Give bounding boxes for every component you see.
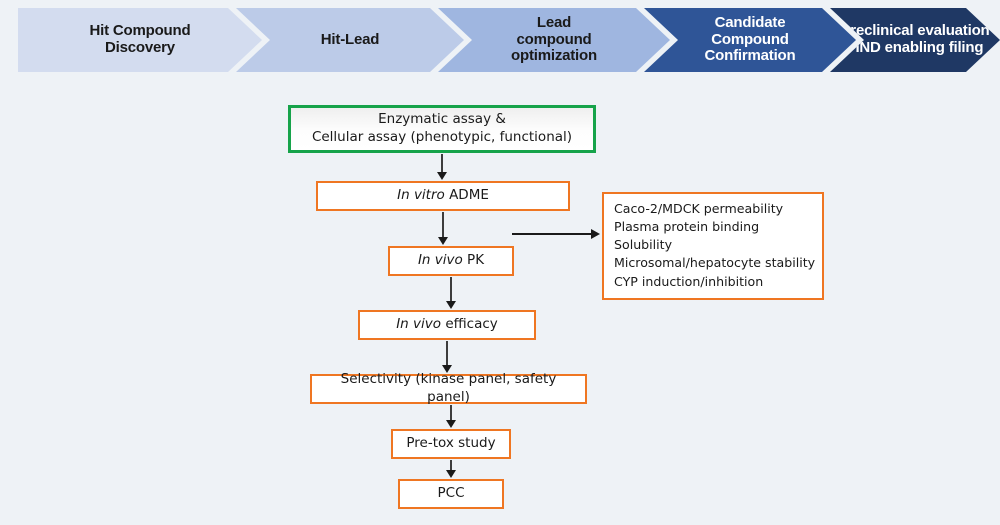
flow-box-selectivity[interactable]: Selectivity (kinase panel, safety panel) bbox=[310, 371, 587, 405]
flow-box-selectivity-text: Selectivity (kinase panel, safety panel) bbox=[340, 371, 557, 405]
arrow-assay-to-adme bbox=[435, 154, 449, 180]
side-panel-item: Plasma protein binding bbox=[614, 219, 760, 235]
flow-box-in-vivo-pk[interactable]: In vivo PK bbox=[388, 246, 514, 276]
flow-box-pcc[interactable]: PCC bbox=[398, 479, 504, 509]
arrow-pk-to-efficacy bbox=[444, 277, 458, 309]
flow-box-in-vitro-adme[interactable]: In vitro ADME bbox=[316, 181, 570, 211]
efficacy-rest: efficacy bbox=[441, 316, 498, 333]
arrow-head bbox=[446, 470, 456, 478]
flow-box-assay[interactable]: Enzymatic assay & Cellular assay (phenot… bbox=[288, 105, 596, 153]
flow-box-pre-tox-study[interactable]: Pre-tox study bbox=[391, 429, 511, 459]
arrow-head bbox=[442, 365, 452, 373]
arrow-selectivity-to-pretox bbox=[444, 405, 458, 428]
arrow-head bbox=[591, 229, 600, 239]
flow-box-assay-text: Enzymatic assay & Cellular assay (phenot… bbox=[312, 111, 572, 146]
stage-label: Hit Compound Discovery bbox=[89, 22, 191, 56]
arrow-adme-to-pk bbox=[436, 212, 450, 245]
side-panel-adme-assays[interactable]: Caco-2/MDCK permeability Plasma protein … bbox=[602, 192, 824, 300]
stage-label: Lead compound optimization bbox=[511, 13, 597, 65]
flow-box-in-vivo-pk-text: In vivo PK bbox=[418, 252, 484, 270]
arrow-shaft bbox=[446, 341, 448, 366]
flow-box-in-vitro-adme-text: In vitro ADME bbox=[397, 187, 489, 205]
arrow-head bbox=[437, 172, 447, 180]
arrow-shaft bbox=[450, 405, 452, 421]
stage-banner: Hit Compound Discovery Hit-Lead Lead com… bbox=[18, 8, 1000, 72]
assay-line-1: Enzymatic assay & bbox=[378, 111, 506, 128]
arrow-shaft bbox=[450, 277, 452, 302]
pk-rest: PK bbox=[462, 252, 485, 269]
stage-label: Candidate Compound Confirmation bbox=[704, 13, 796, 65]
flow-box-pre-tox-study-text: Pre-tox study bbox=[406, 435, 496, 452]
side-panel-item: Caco-2/MDCK permeability bbox=[614, 201, 784, 216]
arrow-efficacy-to-selectivity bbox=[440, 341, 454, 373]
pk-italic: In vivo bbox=[417, 252, 463, 269]
flow-box-pcc-text: PCC bbox=[437, 485, 465, 502]
side-panel-item: Solubility bbox=[614, 237, 673, 253]
stage-label: Hit-Lead bbox=[320, 30, 380, 48]
arrow-head bbox=[438, 237, 448, 245]
arrow-shaft bbox=[442, 212, 444, 238]
adme-italic: In vitro bbox=[397, 187, 445, 204]
arrow-head bbox=[446, 420, 456, 428]
stage-label: Preclinical evaluation - IND enabling fi… bbox=[840, 22, 990, 56]
arrow-pretox-to-pcc bbox=[444, 460, 458, 478]
arrow-shaft bbox=[450, 460, 452, 471]
arrow-shaft bbox=[512, 233, 592, 235]
arrow-head bbox=[446, 301, 456, 309]
arrow-shaft bbox=[441, 154, 443, 173]
stage-chevron-hit-lead[interactable]: Hit-Lead bbox=[236, 8, 464, 72]
side-panel-item: Microsomal/hepatocyte stability bbox=[614, 255, 816, 271]
stage-chevron-hit-compound-discovery[interactable]: Hit Compound Discovery bbox=[18, 8, 262, 72]
adme-rest: ADME bbox=[444, 187, 489, 204]
stage-chevron-lead-compound-optimization[interactable]: Lead compound optimization bbox=[438, 8, 670, 72]
flow-box-in-vivo-efficacy-text: In vivo efficacy bbox=[396, 316, 498, 334]
side-panel-item: CYP induction/inhibition bbox=[614, 273, 764, 289]
efficacy-italic: In vivo bbox=[396, 316, 442, 333]
flow-box-in-vivo-efficacy[interactable]: In vivo efficacy bbox=[358, 310, 536, 340]
assay-line-2: Cellular assay (phenotypic, functional) bbox=[311, 129, 573, 145]
stage-chevron-preclinical-evaluation[interactable]: Preclinical evaluation - IND enabling fi… bbox=[830, 8, 1000, 72]
stage-chevron-candidate-compound-confirmation[interactable]: Candidate Compound Confirmation bbox=[644, 8, 856, 72]
arrow-adme-to-side-panel bbox=[512, 228, 600, 240]
